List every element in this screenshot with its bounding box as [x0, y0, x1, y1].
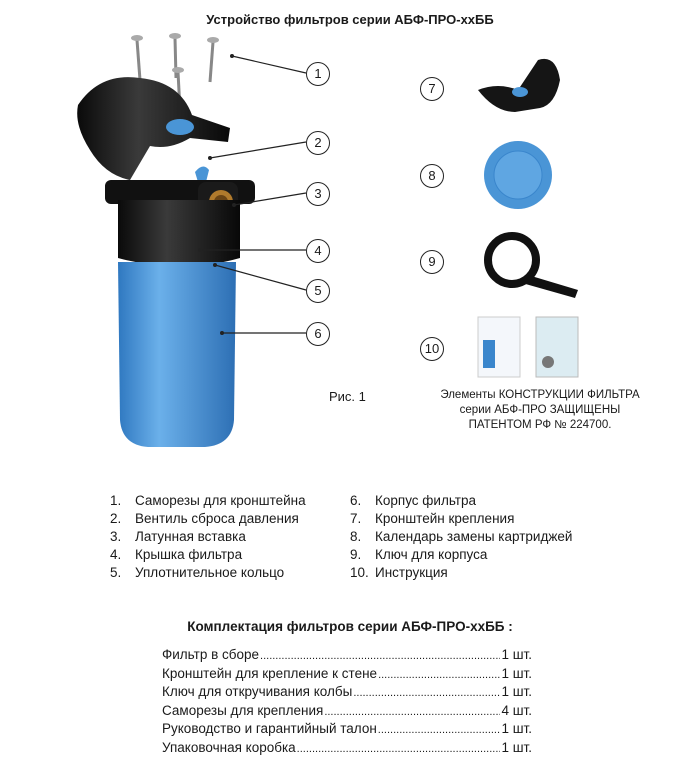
callout-6: 6 — [306, 322, 330, 346]
patent-line: ПАТЕНТОМ РФ № 224700. — [468, 419, 612, 431]
callout-4: 4 — [306, 239, 330, 263]
legend-num: 6. — [350, 493, 362, 508]
legend-num: 4. — [110, 547, 122, 562]
callout-7: 7 — [420, 77, 444, 101]
legend-num: 3. — [110, 529, 122, 544]
patent-line: серии АБФ-ПРО ЗАЩИЩЕНЫ — [459, 404, 621, 416]
kit-item-name: Саморезы для крепления — [162, 702, 324, 718]
kit-item: Фильтр в сборе 1 шт. — [162, 647, 532, 665]
parts-legend: 1. Саморезы для кронштейна 2. Вентиль сбро… — [110, 493, 630, 593]
leader-dots — [260, 647, 500, 665]
kit-item-name: Кронштейн для крепление к стене — [162, 665, 378, 681]
kit-item: Саморезы для крепления 4 шт. — [162, 703, 532, 721]
legend-label: Уплотнительное кольцо — [135, 565, 285, 580]
kit-item-name: Ключ для откручивания колбы — [162, 684, 353, 699]
legend-num: 10. — [350, 565, 369, 580]
kit-item-qty: 1 шт. — [501, 647, 532, 662]
pressure-valve — [195, 166, 209, 182]
kit-item-qty: 4 шт. — [501, 702, 532, 718]
legend-label: Корпус фильтра — [375, 493, 476, 508]
wrench-icon — [484, 232, 578, 298]
manual-icon — [477, 316, 579, 378]
bracket-icon — [478, 58, 560, 112]
kit-item: Кронштейн для крепление к стене 1 шт. — [162, 666, 532, 684]
legend-label: Крышка фильтра — [135, 547, 243, 562]
kit-item-qty: 1 шт. — [501, 665, 532, 681]
kit-item: Упаковочная коробка 1 шт. — [162, 740, 532, 758]
legend-num: 7. — [350, 511, 362, 526]
calendar-icon — [484, 141, 552, 209]
filter-diagram — [77, 33, 579, 447]
legend-label: Инструкция — [375, 565, 448, 580]
callout-3: 3 — [306, 182, 330, 206]
legend-label: Саморезы для кронштейна — [135, 493, 306, 508]
leader-dots — [378, 666, 500, 684]
legend-label: Календарь замены картриджей — [375, 529, 573, 544]
figure-label: Рис. 1 — [329, 389, 366, 404]
bracket — [77, 77, 230, 180]
legend-label: Ключ для корпуса — [375, 547, 488, 562]
kit-item-name: Фильтр в сборе — [162, 647, 260, 662]
patent-note: Элементы КОНСТРУКЦИИ ФИЛЬТРА серии АБФ-П… — [430, 388, 650, 433]
callout-9: 9 — [420, 250, 444, 274]
callout-1: 1 — [306, 62, 330, 86]
kit-item-name: Руководство и гарантийный талон — [162, 721, 377, 736]
leader-dots — [297, 740, 501, 758]
callout-10: 10 — [420, 337, 444, 361]
legend-num: 1. — [110, 493, 122, 508]
leader-dots — [353, 684, 500, 702]
kit-item: Ключ для откручивания колбы 1 шт. — [162, 684, 532, 702]
kit-title: Комплектация фильтров серии АБФ-ПРО-ххББ… — [187, 619, 513, 634]
legend-num: 9. — [350, 547, 362, 562]
patent-line: Элементы КОНСТРУКЦИИ ФИЛЬТРА — [440, 389, 640, 401]
legend-label: Латунная вставка — [135, 529, 246, 544]
legend-label: Кронштейн крепления — [375, 511, 515, 526]
kit-item-qty: 1 шт. — [501, 684, 532, 699]
callout-8: 8 — [420, 164, 444, 188]
leader-dots — [324, 703, 500, 721]
callout-2: 2 — [306, 131, 330, 155]
legend-num: 5. — [110, 565, 122, 580]
kit-item: Руководство и гарантийный талон 1 шт. — [162, 721, 532, 739]
kit-item-qty: 1 шт. — [501, 739, 532, 755]
legend-label: Вентиль сброса давления — [135, 511, 299, 526]
leader-dots — [378, 721, 501, 739]
kit-item-qty: 1 шт. — [501, 721, 532, 736]
callout-5: 5 — [306, 279, 330, 303]
kit-item-name: Упаковочная коробка — [162, 739, 296, 755]
page-title: Устройство фильтров серии АБФ-ПРО-ххББ — [206, 12, 494, 27]
legend-num: 2. — [110, 511, 122, 526]
legend-num: 8. — [350, 529, 362, 544]
